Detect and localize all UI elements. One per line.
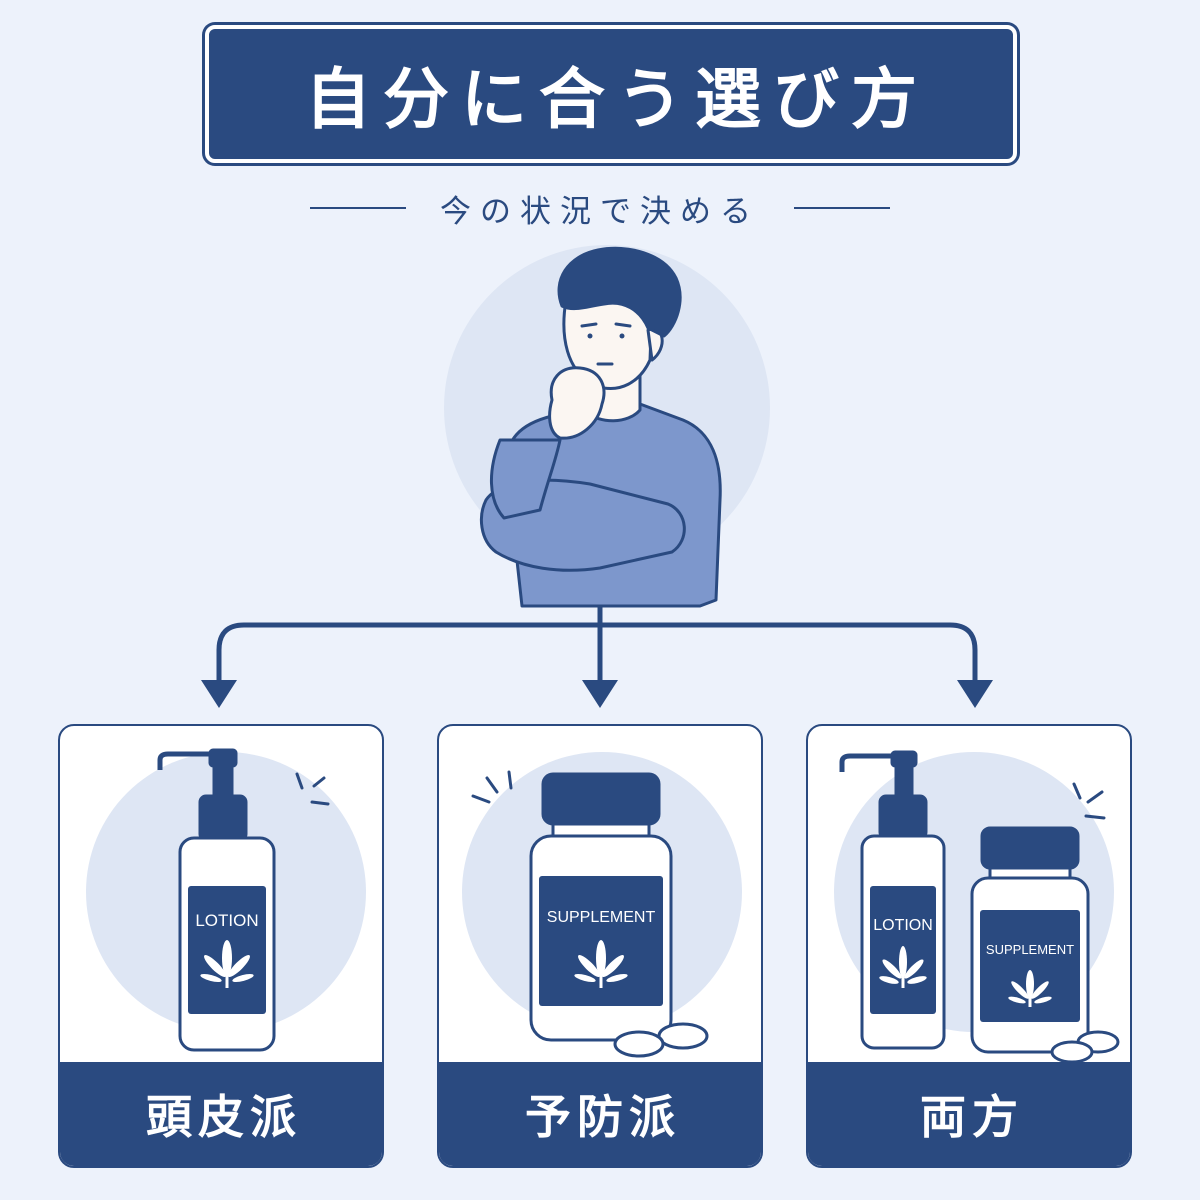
option-card-both[interactable]: LOTION SUPPLEMENT 両方 bbox=[806, 724, 1132, 1168]
leaf-icon bbox=[574, 940, 628, 988]
sparkle-icon bbox=[295, 772, 330, 806]
tablet-icon bbox=[613, 1022, 709, 1058]
sparkle-icon bbox=[1072, 782, 1106, 820]
sparkle-icon bbox=[471, 770, 513, 804]
card-footer: 頭皮派 bbox=[60, 1062, 382, 1166]
arrow-down-icon bbox=[957, 680, 993, 708]
thinking-man bbox=[479, 246, 722, 608]
arrow-down-icon bbox=[201, 680, 237, 708]
subtitle-row: 今の状況で決める bbox=[0, 178, 1200, 238]
subtitle: 今の状況で決める bbox=[440, 193, 760, 230]
card-footer: 予防派 bbox=[439, 1062, 761, 1166]
leaf-icon bbox=[200, 940, 254, 988]
subtitle-rule-right bbox=[794, 207, 890, 209]
product-label-supplement: SUPPLEMENT bbox=[547, 909, 656, 926]
option-label-scalp: 頭皮派 bbox=[146, 1090, 302, 1144]
supplement-illustration: SUPPLEMENT bbox=[462, 752, 742, 1058]
lotion-illustration: LOTION bbox=[86, 748, 366, 1052]
option-card-scalp[interactable]: LOTION 頭皮派 bbox=[58, 724, 384, 1168]
card-footer: 両方 bbox=[808, 1062, 1130, 1166]
arrow-down-icon bbox=[582, 680, 618, 708]
subtitle-rule-left bbox=[310, 207, 406, 209]
supplement-jar-icon bbox=[529, 772, 673, 1042]
supplement-jar-icon bbox=[970, 826, 1090, 1054]
branch-arrows bbox=[201, 606, 993, 708]
product-label-lotion: LOTION bbox=[195, 911, 258, 930]
figure-and-arrows bbox=[201, 245, 993, 708]
both-illustration: LOTION SUPPLEMENT bbox=[834, 750, 1120, 1064]
option-label-both: 両方 bbox=[920, 1090, 1024, 1144]
leaf-icon bbox=[1008, 970, 1052, 1007]
pump-bottle-icon bbox=[157, 748, 276, 1052]
page-title: 自分に合う選び方 bbox=[305, 61, 929, 138]
leaf-icon bbox=[879, 946, 927, 988]
product-label-lotion: LOTION bbox=[873, 917, 933, 934]
product-label-supplement: SUPPLEMENT bbox=[986, 942, 1074, 957]
title-banner: 自分に合う選び方 bbox=[205, 25, 1017, 163]
tablet-icon bbox=[1050, 1030, 1120, 1064]
option-card-prevention[interactable]: SUPPLEMENT 予防派 bbox=[437, 724, 763, 1168]
option-label-prevention: 予防派 bbox=[525, 1090, 681, 1144]
